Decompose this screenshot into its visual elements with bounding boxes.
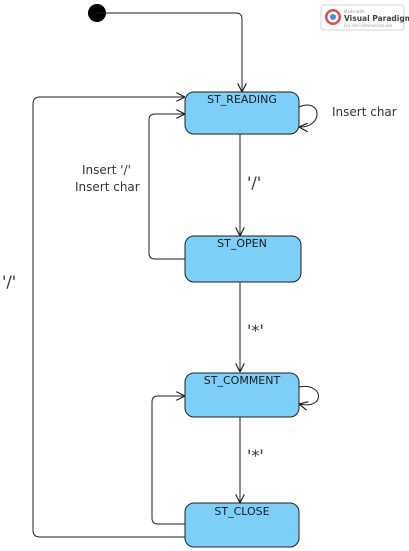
watermark-made-with: Made with (344, 9, 365, 14)
state-comment-label: ST_COMMENT (204, 374, 281, 387)
label-reading-to-open: '/' (247, 173, 261, 192)
state-open[interactable]: ST_OPEN (184, 235, 302, 283)
label-open-to-reading-2: Insert char (75, 180, 140, 194)
edge-close-to-reading (32, 97, 185, 538)
label-close-to-reading: '/' (2, 272, 16, 291)
label-open-to-reading-1: Insert '/' (82, 163, 131, 177)
state-open-label: ST_OPEN (217, 237, 267, 250)
label-reading-self: Insert char (332, 105, 397, 119)
state-close-label: ST_CLOSE (214, 505, 269, 518)
edge-close-to-comment (151, 396, 185, 525)
state-reading[interactable]: ST_READING (184, 91, 300, 135)
watermark: Made with Visual Paradigm For non-commer… (320, 4, 409, 31)
watermark-brand: Visual Paradigm (344, 14, 409, 23)
edge-open-to-reading (148, 114, 185, 260)
edge-comment-self-loop (299, 385, 319, 404)
label-comment-to-close: '*' (247, 446, 264, 465)
edge-reading-self-loop (298, 104, 318, 127)
label-open-to-comment: '*' (247, 321, 264, 340)
visual-paradigm-logo-icon (325, 9, 341, 25)
state-reading-label: ST_READING (207, 93, 277, 106)
edge-initial-to-reading (97, 12, 242, 92)
watermark-usage: For non-commercial use (344, 23, 393, 28)
state-close[interactable]: ST_CLOSE (184, 502, 300, 548)
state-comment[interactable]: ST_COMMENT (184, 372, 300, 418)
